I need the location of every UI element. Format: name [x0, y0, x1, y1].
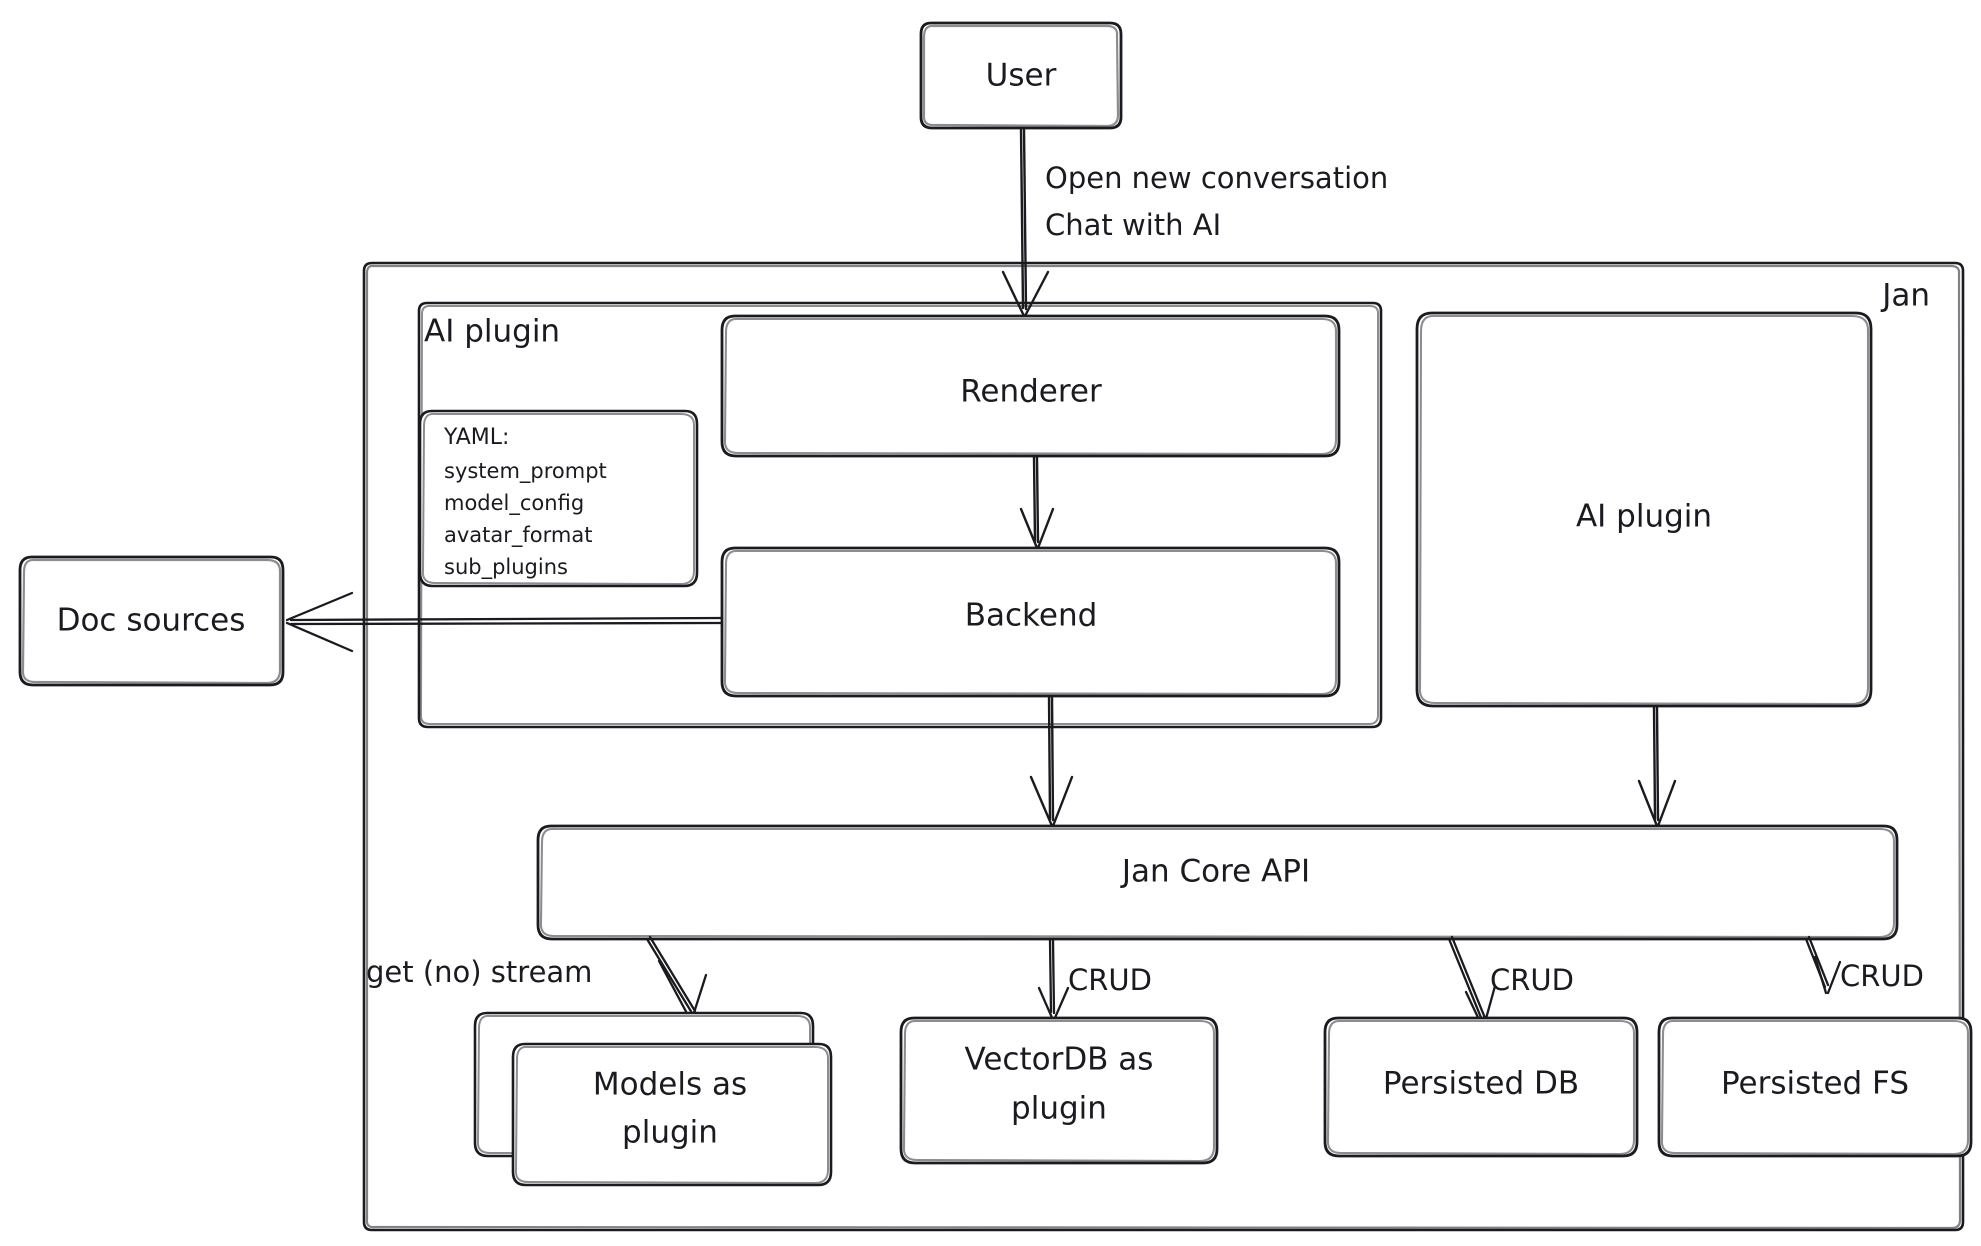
yaml-item-system-prompt: system_prompt — [444, 459, 607, 484]
node-jan-core-api[interactable]: Jan Core API — [536, 824, 1899, 941]
edge-core-to-models-label: get (no) stream — [366, 955, 592, 989]
yaml-item-sub-plugins: sub_plugins — [444, 555, 568, 580]
node-renderer[interactable]: Renderer — [720, 314, 1341, 458]
node-renderer-label: Renderer — [960, 374, 1102, 410]
edge-backend-to-doc-sources — [285, 591, 724, 653]
node-user-label: User — [986, 58, 1057, 94]
node-persisted-db[interactable]: Persisted DB — [1323, 1016, 1639, 1158]
node-vectordb-plugin-label-line2: plugin — [1011, 1091, 1107, 1127]
group-ai-plugin-label: AI plugin — [424, 314, 560, 350]
node-vectordb-plugin[interactable]: VectorDB as plugin — [899, 1016, 1219, 1165]
node-ai-plugin[interactable]: AI plugin — [1415, 311, 1873, 708]
node-backend-label: Backend — [965, 598, 1098, 634]
yaml-item-model-config: model_config — [444, 491, 584, 516]
yaml-heading: YAML: — [443, 425, 509, 450]
node-doc-sources-label: Doc sources — [57, 603, 246, 639]
edge-core-to-persisted-fs-label: CRUD — [1840, 959, 1924, 993]
node-jan-core-api-label: Jan Core API — [1120, 854, 1310, 890]
edge-renderer-to-backend — [1019, 454, 1055, 550]
node-persisted-db-label: Persisted DB — [1383, 1066, 1579, 1102]
edge-user-to-renderer-label-line1: Open new conversation — [1045, 161, 1388, 195]
node-persisted-fs[interactable]: Persisted FS — [1657, 1016, 1973, 1158]
node-persisted-fs-label: Persisted FS — [1721, 1066, 1909, 1102]
node-backend[interactable]: Backend — [720, 546, 1341, 698]
edge-core-to-vectordb-label: CRUD — [1068, 963, 1152, 997]
edge-core-to-models: get (no) stream — [366, 935, 708, 1021]
group-jan-label: Jan — [1880, 278, 1930, 314]
node-ai-plugin-label: AI plugin — [1576, 499, 1712, 535]
node-doc-sources[interactable]: Doc sources — [18, 555, 285, 687]
node-yaml-card: YAML: system_prompt model_config avatar_… — [418, 409, 699, 588]
edge-core-to-persisted-db-label: CRUD — [1490, 963, 1574, 997]
node-vectordb-plugin-label-line1: VectorDB as — [965, 1042, 1154, 1078]
edge-core-to-persisted-fs: CRUD — [1804, 935, 1924, 995]
node-models-plugin[interactable]: Models as plugin — [473, 1011, 833, 1187]
edge-backend-to-core — [1029, 694, 1074, 828]
edge-user-to-renderer-label-line2: Chat with AI — [1045, 208, 1221, 242]
edge-user-to-renderer: Open new conversation Chat with AI — [1001, 126, 1388, 318]
yaml-item-avatar-format: avatar_format — [444, 523, 592, 548]
node-models-plugin-label-line1: Models as — [593, 1067, 747, 1103]
node-user[interactable]: User — [919, 21, 1123, 130]
edge-ai-plugin-to-core — [1637, 704, 1677, 828]
node-models-plugin-label-line2: plugin — [622, 1115, 718, 1151]
edge-core-to-vectordb: CRUD — [1037, 937, 1152, 1022]
